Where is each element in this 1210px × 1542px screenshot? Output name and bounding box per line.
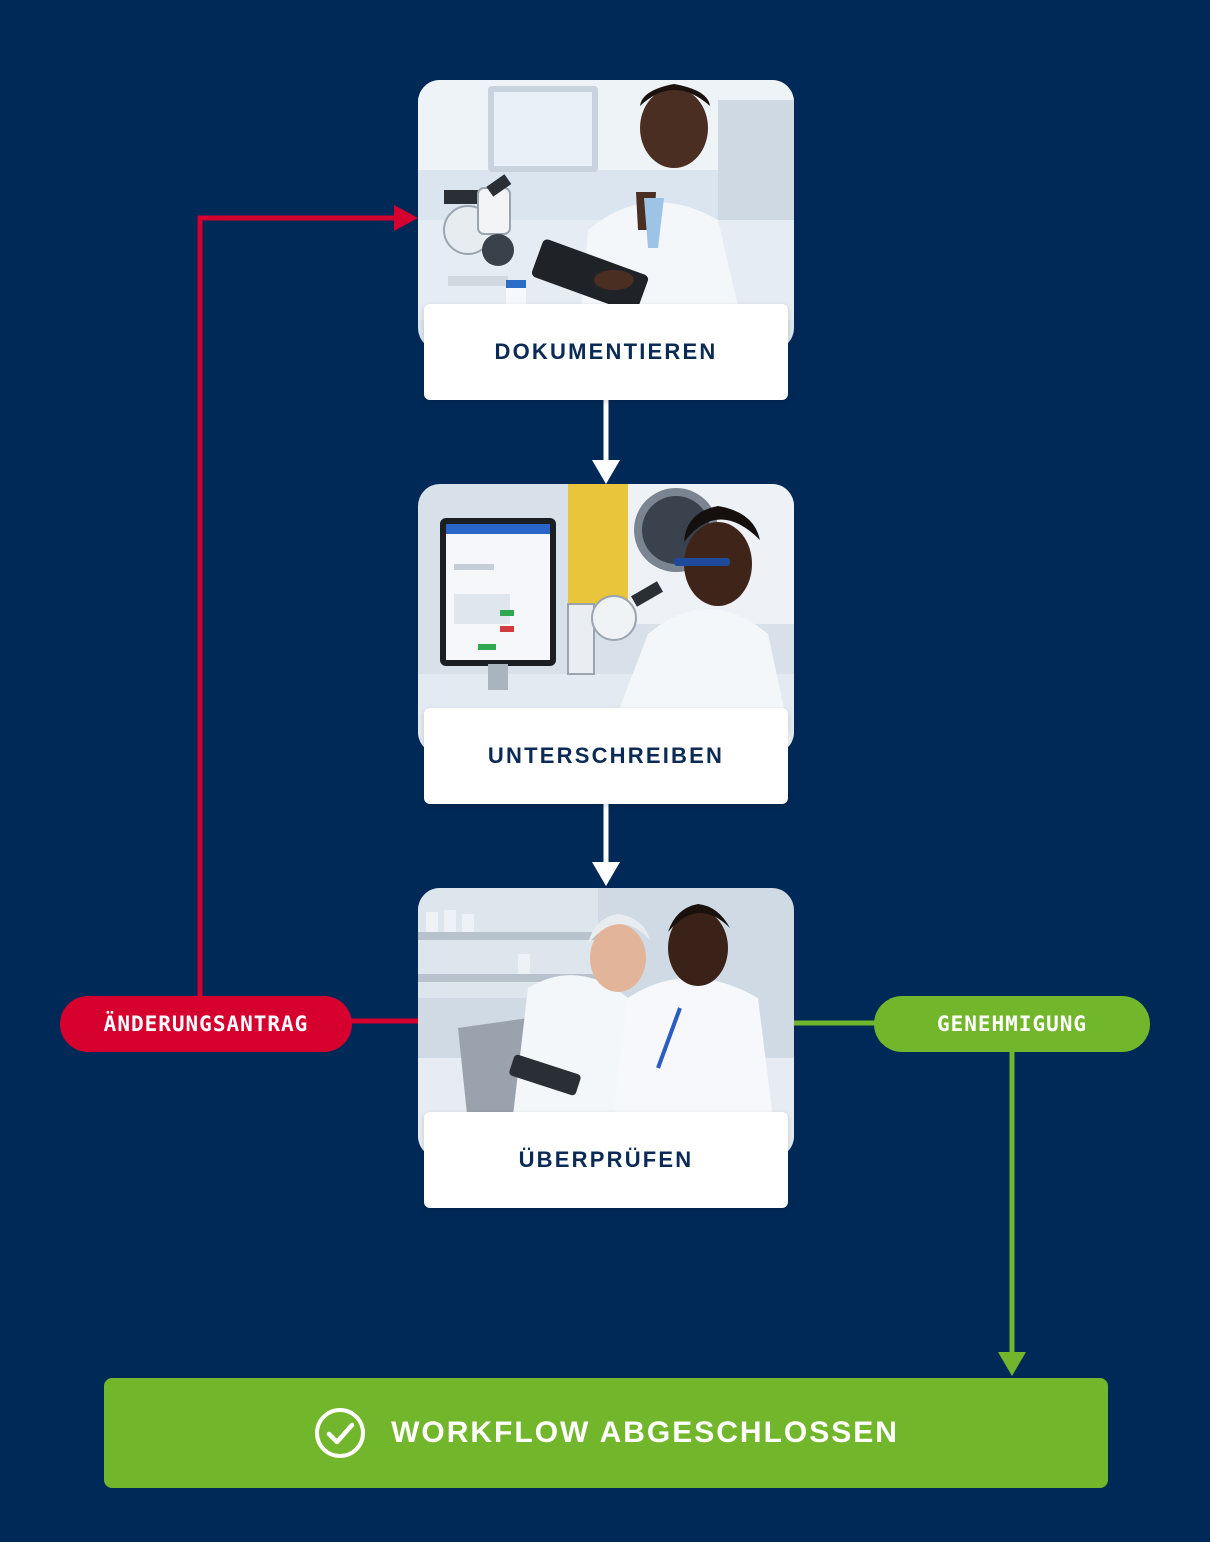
- step-document-label: DOKUMENTIEREN: [424, 304, 788, 400]
- workflow-completed-label: WORKFLOW ABGESCHLOSSEN: [391, 1416, 899, 1449]
- approval-line: [794, 1020, 1026, 1376]
- check-circle-icon: [315, 1408, 366, 1458]
- step-sign-label: UNTERSCHREIBEN: [424, 708, 788, 804]
- arrow-step2-to-step3: [592, 804, 620, 886]
- arrow-step1-to-step2: [592, 400, 620, 484]
- step-review: ÜBERPRÜFEN: [418, 888, 794, 1208]
- step-document: DOKUMENTIEREN: [418, 80, 794, 400]
- change-request-loop-line: [197, 205, 418, 1024]
- approval-badge: GENEHMIGUNG: [874, 996, 1150, 1052]
- change-request-badge: ÄNDERUNGSANTRAG: [60, 996, 352, 1052]
- workflow-completed-banner: WORKFLOW ABGESCHLOSSEN: [104, 1378, 1108, 1488]
- step-sign: UNTERSCHREIBEN: [418, 484, 794, 804]
- step-review-label: ÜBERPRÜFEN: [424, 1112, 788, 1208]
